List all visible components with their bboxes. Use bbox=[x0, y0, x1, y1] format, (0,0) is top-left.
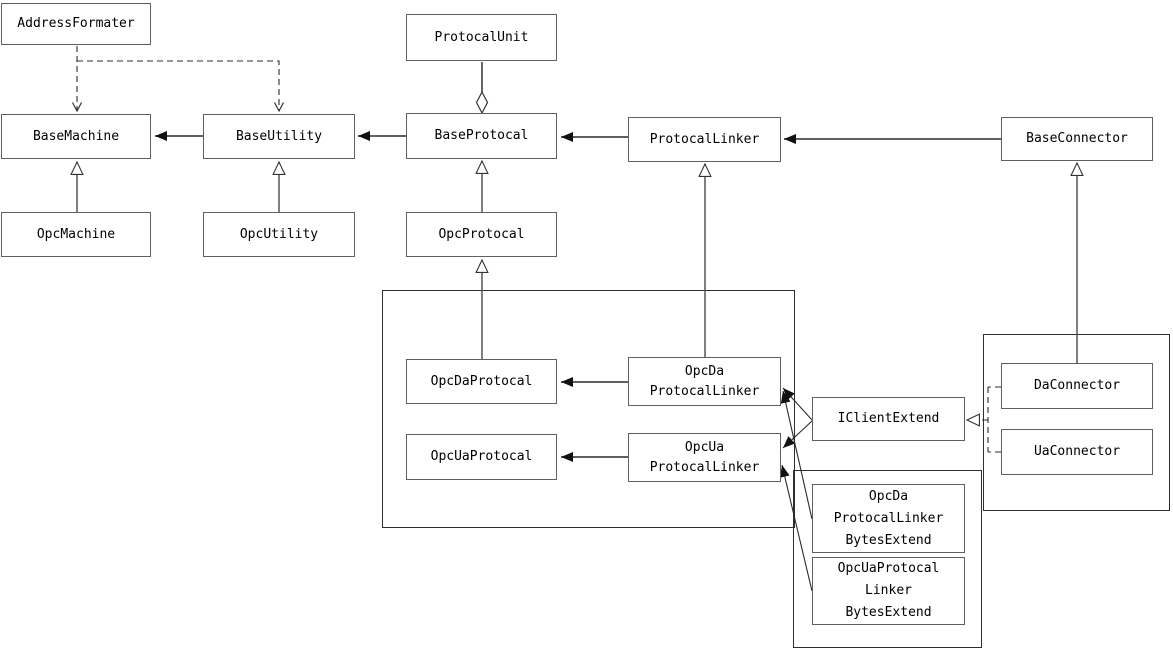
class-opc-ua-protocal-linker: OpcUa ProtocalLinker bbox=[628, 433, 781, 482]
edge-iclientextend-opcualinker bbox=[782, 420, 813, 449]
class-label: IClientExtend bbox=[837, 411, 940, 426]
class-label: ProtocalLinker bbox=[649, 131, 760, 147]
class-opc-ua-protocal-linker-bytes-extend: OpcUaProtocal Linker BytesExtend bbox=[812, 557, 965, 625]
class-base-protocal: BaseProtocal bbox=[406, 113, 557, 159]
class-opc-ua-protocal: OpcUaProtocal bbox=[406, 434, 557, 480]
class-label: AddressFormater bbox=[17, 16, 135, 31]
class-i-client-extend: IClientExtend bbox=[812, 397, 965, 441]
class-base-machine: BaseMachine bbox=[1, 114, 151, 159]
class-label: OpcProtocal bbox=[438, 226, 525, 242]
class-base-utility: BaseUtility bbox=[203, 114, 355, 159]
class-opc-da-protocal-linker-bytes-extend: OpcDa ProtocalLinker BytesExtend bbox=[812, 484, 965, 553]
class-opc-machine: OpcMachine bbox=[1, 212, 151, 257]
class-label-line: OpcDa bbox=[868, 488, 909, 504]
class-label-line: ProtocalLinker bbox=[649, 459, 760, 475]
class-opc-protocal: OpcProtocal bbox=[406, 212, 557, 257]
aggregation-diamond-icon bbox=[475, 90, 489, 115]
class-base-connector: BaseConnector bbox=[1001, 117, 1153, 161]
class-label: OpcUaProtocal bbox=[430, 449, 533, 464]
edge-iclientextend-opcdalinker bbox=[782, 387, 813, 421]
class-opc-utility: OpcUtility bbox=[203, 212, 355, 257]
class-label: OpcUtility bbox=[239, 226, 319, 242]
class-address-formater: AddressFormater bbox=[1, 3, 151, 45]
class-label: ProtocalUnit bbox=[434, 29, 529, 45]
class-label: BaseConnector bbox=[1026, 131, 1128, 146]
class-label: BaseProtocal bbox=[434, 128, 529, 143]
class-label-line: ProtocalLinker bbox=[649, 383, 760, 399]
class-da-connector: DaConnector bbox=[1001, 363, 1153, 409]
class-label: OpcMachine bbox=[36, 226, 116, 242]
class-ua-connector: UaConnector bbox=[1001, 429, 1153, 475]
group-bytes-extend bbox=[793, 470, 982, 648]
class-label: OpcDaProtocal bbox=[430, 373, 533, 389]
class-protocal-unit: ProtocalUnit bbox=[406, 14, 557, 61]
class-label-line: BytesExtend bbox=[845, 605, 932, 620]
class-label-line: ProtocalLinker bbox=[833, 510, 944, 526]
class-label-line: Linker bbox=[865, 583, 912, 598]
class-label-line: BytesExtend bbox=[845, 532, 932, 548]
class-protocal-linker: ProtocalLinker bbox=[628, 117, 781, 162]
class-opc-da-protocal-linker: OpcDa ProtocalLinker bbox=[628, 357, 781, 406]
group-opc-protocal-implementations bbox=[382, 290, 795, 528]
class-opc-da-protocal: OpcDaProtocal bbox=[406, 359, 557, 404]
class-label: DaConnector bbox=[1033, 378, 1121, 393]
class-label: BaseUtility bbox=[235, 128, 323, 144]
class-label: BaseMachine bbox=[32, 128, 120, 144]
edge-addressformater-baseutility bbox=[77, 60, 279, 111]
class-label-line: OpcUa bbox=[684, 439, 725, 455]
edge-opcdabytesextend-opcdalinker bbox=[780, 390, 813, 520]
class-label: UaConnector bbox=[1033, 444, 1121, 459]
class-label-line: OpcDa bbox=[684, 363, 725, 379]
class-label-line: OpcUaProtocal bbox=[837, 561, 940, 576]
edge-opcuabytesextend-opcualinker bbox=[779, 464, 813, 592]
